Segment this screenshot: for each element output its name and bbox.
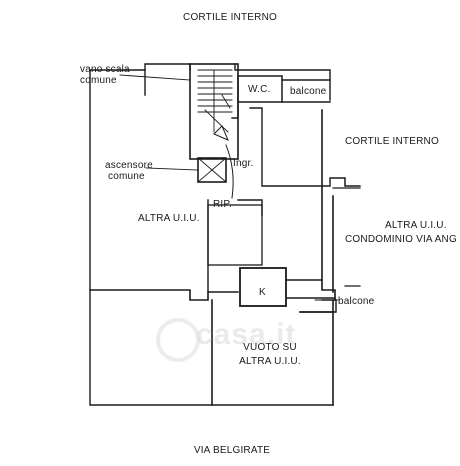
landing-triangle [213,125,229,141]
label-ascensore-comune: comune [108,171,145,182]
label-wc: W.C. [248,84,271,95]
label-vano-scala: vano scala [80,64,130,75]
right-stubs [344,177,361,287]
balcone-top-outline [281,79,331,103]
label-vano-comune: comune [80,75,117,86]
wc-room [237,75,283,103]
entrance-door [225,144,234,199]
label-altra-right: ALTRA U.I.U. [385,220,447,231]
lower-walls [89,289,334,406]
label-ascensore: ascensore [105,160,153,171]
elevator-cross [197,157,227,183]
label-balcone-top: balcone [290,86,327,97]
label-vuoto: VUOTO SU [243,342,297,353]
watermark-text: casa.it [196,318,297,351]
stair-treads [197,69,233,133]
kitchen-wall [285,279,336,299]
label-vuoto-altra: ALTRA U.I.U. [239,356,301,367]
label-condominio: CONDOMINIO VIA ANG [345,234,457,245]
leader-ascensore [145,167,199,171]
label-cortile-top: CORTILE INTERNO [183,12,277,23]
balcone-bottom-line [299,299,337,313]
inner-wall-a [207,199,263,293]
outer-wall-left [89,63,334,406]
label-altra-left: ALTRA U.I.U. [138,213,200,224]
leader-vano [119,74,191,81]
kitchen-room [239,267,287,307]
label-rip: RIP. [213,199,232,210]
right-wall [321,109,336,301]
label-balcone-bottom: balcone [338,296,375,307]
label-k: K [259,287,266,298]
watermark-logo-icon [156,318,200,362]
rip-room [207,204,263,266]
label-cortile-right: CORTILE INTERNO [345,136,439,147]
label-ingr: Ingr. [233,158,254,169]
corridor-walls [231,101,361,187]
label-via: VIA BELGIRATE [193,445,271,456]
